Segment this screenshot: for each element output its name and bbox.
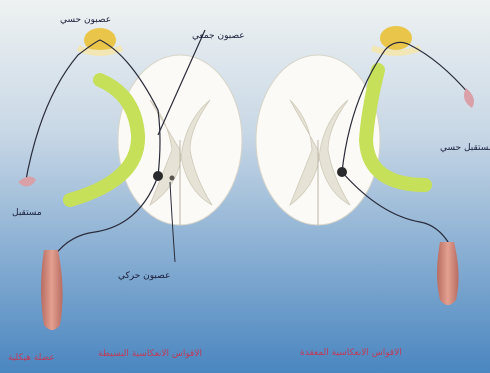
label-sensory-neuron: عصبون حسي bbox=[60, 15, 111, 25]
label-receptor-right: مستقبل حسي bbox=[440, 143, 490, 153]
label-association-neuron: عصبون جمعي bbox=[192, 31, 245, 41]
caption-bottom-center: الاقواس الانعكاسية البسيطة bbox=[98, 349, 202, 359]
caption-bottom-right: الاقواس الانعكاسية المعقدة bbox=[300, 348, 402, 358]
label-effector-left: مستقبل bbox=[12, 208, 42, 218]
label-motor-neuron: عصبون حركي bbox=[118, 271, 170, 281]
caption-bottom-left: عضلة هيكلية bbox=[8, 353, 55, 363]
right-ganglion bbox=[380, 26, 412, 50]
right-muscle bbox=[437, 242, 459, 305]
left-muscle bbox=[41, 250, 63, 330]
